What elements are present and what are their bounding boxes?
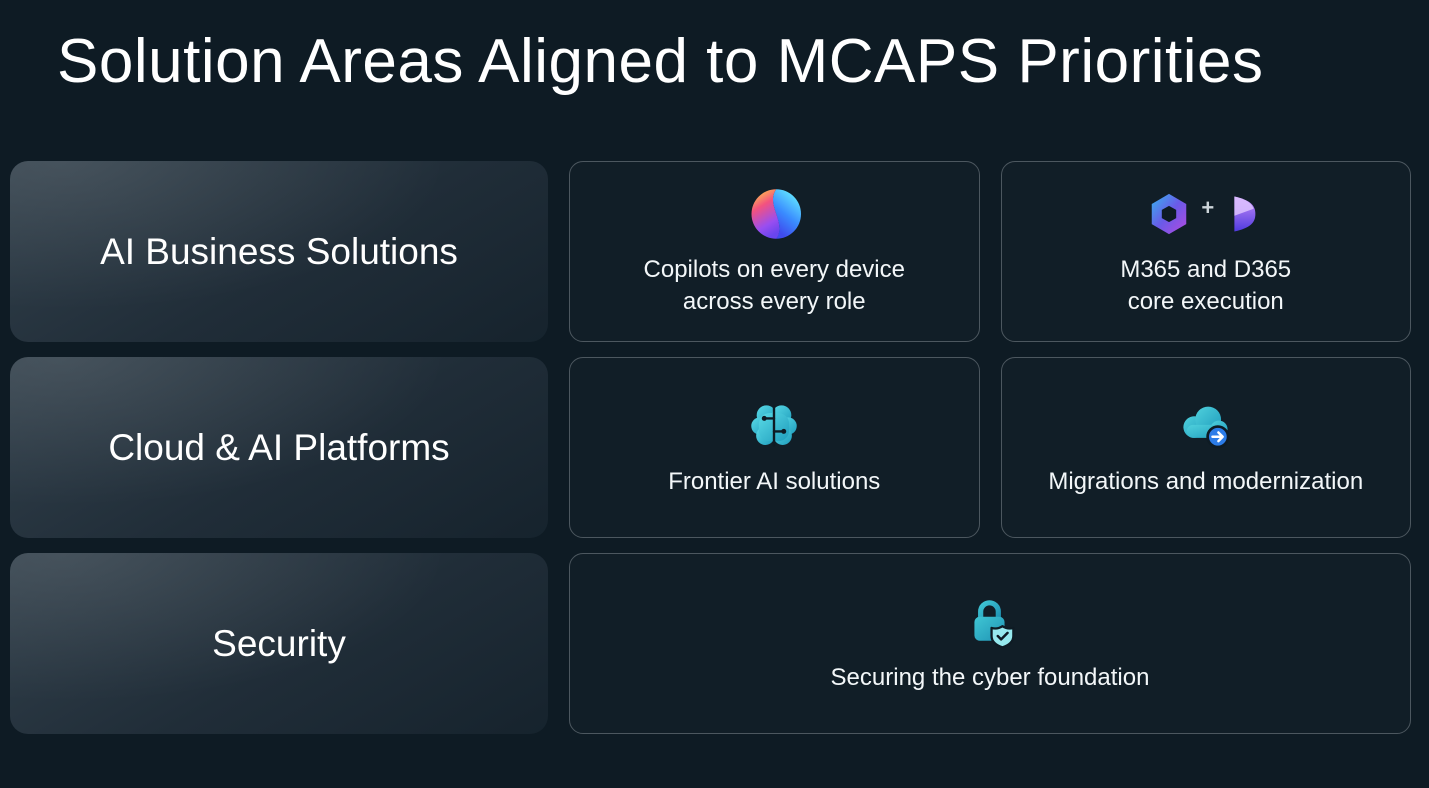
card-copilots: Copilots on every device across every ro… (569, 161, 980, 343)
card-securing-cyber-foundation: Securing the cyber foundation (569, 553, 1411, 735)
area-card-cloud-ai-platforms: Cloud & AI Platforms (10, 357, 548, 539)
card-label-line: M365 and D365 (1120, 255, 1292, 283)
card-m365-d365: + M365 and D365 core execution (1000, 161, 1411, 343)
area-card-security: Security (10, 553, 548, 735)
card-label: M365 and D365 core execution (1120, 254, 1291, 318)
m365-icon (1152, 193, 1187, 235)
card-label: Securing the cyber foundation (831, 662, 1150, 694)
ai-brain-circuit-icon (751, 405, 797, 447)
cloud-migration-icon (1183, 406, 1230, 449)
card-label-line: Migrations and modernization (1048, 467, 1364, 495)
card-label: Frontier AI solutions (668, 466, 880, 498)
area-label: Cloud & AI Platforms (108, 426, 450, 468)
card-migrations: Migrations and modernization (1000, 357, 1411, 539)
page-title: Solution Areas Aligned to MCAPS Prioriti… (57, 27, 1264, 96)
area-label: Security (212, 622, 346, 664)
icon-row (964, 594, 1016, 650)
card-label-line: across every role (682, 287, 866, 315)
d365-icon (1234, 196, 1256, 232)
icon-row (748, 398, 800, 454)
card-label-line: core execution (1127, 287, 1284, 315)
icon-row (747, 186, 802, 242)
copilot-icon (751, 189, 802, 239)
card-label-line: Frontier AI solutions (668, 467, 881, 495)
card-label: Migrations and modernization (1048, 466, 1363, 498)
area-card-ai-business-solutions: AI Business Solutions (10, 161, 548, 343)
priority-grid: AI Business Solutions (10, 161, 1411, 735)
card-label: Copilots on every device across every ro… (644, 254, 905, 318)
icon-row (1178, 398, 1234, 454)
plus-icon: + (1201, 194, 1215, 220)
card-label-line: Securing the cyber foundation (830, 663, 1150, 691)
area-label: AI Business Solutions (100, 230, 458, 272)
slide: Solution Areas Aligned to MCAPS Prioriti… (0, 26, 1429, 788)
card-frontier-ai: Frontier AI solutions (569, 357, 980, 539)
m365-plus-d365-icon: + (1146, 186, 1265, 242)
security-lock-shield-icon (974, 600, 1015, 649)
card-label-line: Copilots on every device (643, 255, 905, 283)
